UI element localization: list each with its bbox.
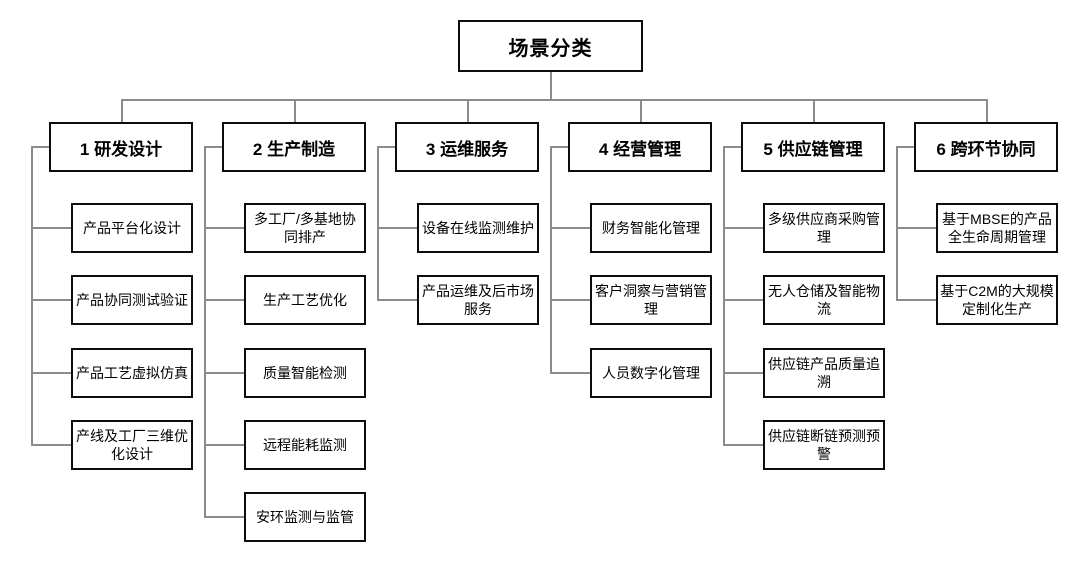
node-stub-line — [204, 444, 244, 446]
node-stub-line — [204, 227, 244, 229]
node-stub-line — [723, 227, 763, 229]
leaf-node: 多工厂/多基地协同排产 — [244, 203, 366, 253]
leaf-node: 产品工艺虚拟仿真 — [71, 348, 193, 398]
leaf-node: 供应链断链预测预警 — [763, 420, 885, 470]
leaf-node: 人员数字化管理 — [590, 348, 712, 398]
bus-line — [121, 99, 987, 101]
leaf-node: 生产工艺优化 — [244, 275, 366, 325]
branch-drop-line — [813, 99, 815, 122]
node-stub-line — [31, 444, 71, 446]
leaf-node: 客户洞察与营销管理 — [590, 275, 712, 325]
node-stub-line — [550, 299, 590, 301]
node-stub-line — [896, 299, 936, 301]
root-node: 场景分类 — [458, 20, 643, 72]
branch-drop-line — [640, 99, 642, 122]
branch-header-supply-chain: 5 供应链管理 — [741, 122, 885, 172]
spine-line — [31, 146, 33, 446]
node-stub-line — [204, 372, 244, 374]
leaf-node: 供应链产品质量追溯 — [763, 348, 885, 398]
branch-drop-line — [294, 99, 296, 122]
header-stub-line — [204, 146, 222, 148]
node-stub-line — [550, 372, 590, 374]
branch-drop-line — [121, 99, 123, 122]
leaf-node: 无人仓储及智能物流 — [763, 275, 885, 325]
leaf-node: 多级供应商采购管理 — [763, 203, 885, 253]
spine-line — [204, 146, 206, 518]
node-stub-line — [204, 299, 244, 301]
node-stub-line — [723, 372, 763, 374]
node-stub-line — [723, 299, 763, 301]
header-stub-line — [31, 146, 49, 148]
header-stub-line — [723, 146, 741, 148]
leaf-node: 设备在线监测维护 — [417, 203, 539, 253]
leaf-node: 产品协同测试验证 — [71, 275, 193, 325]
branch-drop-line — [467, 99, 469, 122]
node-stub-line — [723, 444, 763, 446]
root-drop-line — [550, 72, 552, 100]
header-stub-line — [896, 146, 914, 148]
leaf-node: 产线及工厂三维优化设计 — [71, 420, 193, 470]
leaf-node: 基于MBSE的产品全生命周期管理 — [936, 203, 1058, 253]
node-stub-line — [896, 227, 936, 229]
node-stub-line — [377, 227, 417, 229]
header-stub-line — [550, 146, 568, 148]
spine-line — [377, 146, 379, 301]
node-stub-line — [31, 372, 71, 374]
leaf-node: 财务智能化管理 — [590, 203, 712, 253]
node-stub-line — [550, 227, 590, 229]
branch-header-production: 2 生产制造 — [222, 122, 366, 172]
leaf-node: 远程能耗监测 — [244, 420, 366, 470]
header-stub-line — [377, 146, 395, 148]
node-stub-line — [31, 227, 71, 229]
branch-header-cross-link: 6 跨环节协同 — [914, 122, 1058, 172]
spine-line — [896, 146, 898, 301]
branch-header-om-services: 3 运维服务 — [395, 122, 539, 172]
leaf-node: 产品平台化设计 — [71, 203, 193, 253]
branch-header-rd-design: 1 研发设计 — [49, 122, 193, 172]
node-stub-line — [31, 299, 71, 301]
branch-header-business-mgmt: 4 经营管理 — [568, 122, 712, 172]
leaf-node: 产品运维及后市场服务 — [417, 275, 539, 325]
leaf-node: 质量智能检测 — [244, 348, 366, 398]
node-stub-line — [377, 299, 417, 301]
branch-drop-line — [986, 99, 988, 122]
spine-line — [550, 146, 552, 374]
leaf-node: 安环监测与监管 — [244, 492, 366, 542]
leaf-node: 基于C2M的大规模定制化生产 — [936, 275, 1058, 325]
node-stub-line — [204, 516, 244, 518]
spine-line — [723, 146, 725, 446]
